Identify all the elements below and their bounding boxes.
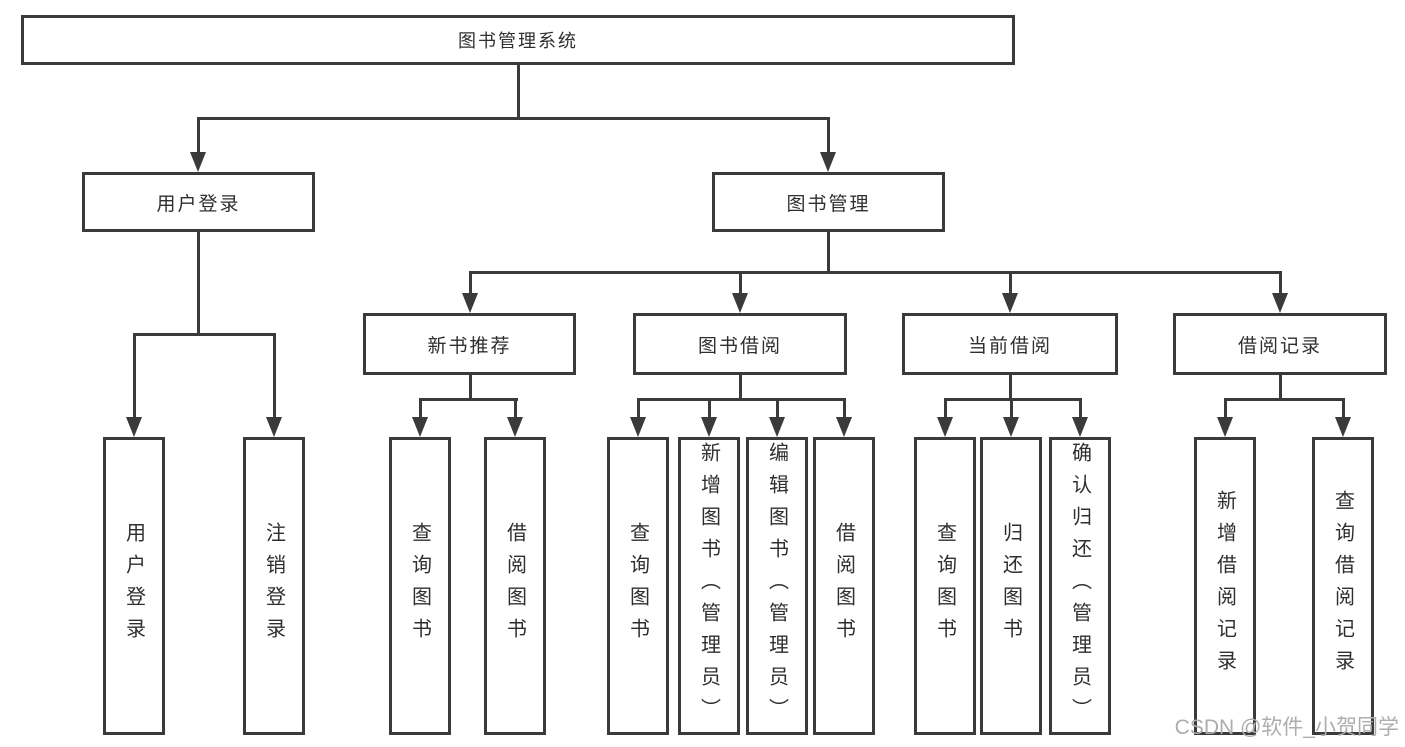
node-borrow-records: 借阅记录 bbox=[1173, 313, 1387, 375]
leaf-label: 查询借阅记录 bbox=[1331, 490, 1354, 682]
arrowhead-down-icon bbox=[126, 417, 142, 437]
arrowhead-down-icon bbox=[820, 152, 836, 172]
connector-line bbox=[637, 398, 846, 401]
connector-line bbox=[469, 271, 1282, 274]
leaf-label: 归还图书 bbox=[999, 522, 1022, 650]
leaf-label: 新增图书（管理员） bbox=[697, 442, 720, 730]
node-label: 图书管理系统 bbox=[458, 31, 578, 51]
leaf-add-books-admin: 新增图书（管理员） bbox=[678, 437, 740, 735]
arrowhead-down-icon bbox=[266, 417, 282, 437]
leaf-label: 用户登录 bbox=[122, 522, 145, 650]
node-current-borrow: 当前借阅 bbox=[902, 313, 1118, 375]
node-root-library-system: 图书管理系统 bbox=[21, 15, 1015, 65]
arrowhead-down-icon bbox=[630, 417, 646, 437]
arrowhead-down-icon bbox=[732, 293, 748, 313]
node-new-book-recommend: 新书推荐 bbox=[363, 313, 576, 375]
node-user-login: 用户登录 bbox=[82, 172, 315, 232]
node-label: 借阅记录 bbox=[1237, 335, 1322, 357]
leaf-label: 确认归还（管理员） bbox=[1068, 442, 1091, 730]
connector-line bbox=[133, 334, 136, 419]
leaf-label: 借阅图书 bbox=[503, 522, 526, 650]
leaf-label: 借阅图书 bbox=[832, 522, 855, 650]
node-label: 新书推荐 bbox=[427, 335, 512, 357]
leaf-confirm-return-admin: 确认归还（管理员） bbox=[1049, 437, 1111, 735]
connector-line bbox=[469, 375, 472, 401]
leaf-label: 编辑图书（管理员） bbox=[765, 442, 788, 730]
csdn-watermark: CSDN @软件_小贺同学 bbox=[1174, 716, 1399, 739]
leaf-add-borrow-record: 新增借阅记录 bbox=[1194, 437, 1256, 735]
connector-line bbox=[514, 399, 517, 419]
connector-line bbox=[419, 399, 422, 419]
arrowhead-down-icon bbox=[190, 152, 206, 172]
leaf-borrow-books: 借阅图书 bbox=[484, 437, 546, 735]
connector-line bbox=[133, 333, 276, 336]
connector-line bbox=[739, 272, 742, 296]
arrowhead-down-icon bbox=[1072, 417, 1088, 437]
connector-line bbox=[739, 375, 742, 401]
node-label: 当前借阅 bbox=[967, 335, 1052, 357]
connector-line bbox=[827, 232, 830, 274]
arrowhead-down-icon bbox=[1003, 417, 1019, 437]
connector-line bbox=[843, 399, 846, 419]
arrowhead-down-icon bbox=[1002, 293, 1018, 313]
arrowhead-down-icon bbox=[507, 417, 523, 437]
leaf-edit-books-admin: 编辑图书（管理员） bbox=[746, 437, 808, 735]
node-label: 用户登录 bbox=[156, 193, 241, 215]
connector-line bbox=[517, 65, 520, 120]
connector-line bbox=[637, 399, 640, 419]
node-label: 图书借阅 bbox=[697, 335, 782, 357]
connector-line bbox=[944, 398, 1082, 401]
connector-line bbox=[419, 398, 518, 401]
connector-line bbox=[197, 232, 200, 336]
arrowhead-down-icon bbox=[937, 417, 953, 437]
arrowhead-down-icon bbox=[1335, 417, 1351, 437]
leaf-label: 新增借阅记录 bbox=[1213, 490, 1236, 682]
arrowhead-down-icon bbox=[836, 417, 852, 437]
arrowhead-down-icon bbox=[1217, 417, 1233, 437]
leaf-label: 注销登录 bbox=[262, 522, 285, 650]
connector-line bbox=[273, 334, 276, 419]
connector-line bbox=[1279, 375, 1282, 401]
connector-line bbox=[944, 399, 947, 419]
leaf-query-books: 查询图书 bbox=[607, 437, 669, 735]
connector-line bbox=[1279, 272, 1282, 296]
connector-line bbox=[776, 399, 779, 419]
connector-line bbox=[1342, 399, 1345, 419]
connector-line bbox=[197, 117, 830, 120]
connector-line bbox=[1009, 272, 1012, 296]
connector-line bbox=[708, 399, 711, 419]
connector-line bbox=[197, 118, 200, 158]
leaf-return-books: 归还图书 bbox=[980, 437, 1042, 735]
leaf-query-borrow-record: 查询借阅记录 bbox=[1312, 437, 1374, 735]
leaf-query-books: 查询图书 bbox=[914, 437, 976, 735]
leaf-label: 查询图书 bbox=[933, 522, 956, 650]
connector-line bbox=[1009, 375, 1012, 401]
leaf-user-login: 用户登录 bbox=[103, 437, 165, 735]
connector-line bbox=[1079, 399, 1082, 419]
connector-line bbox=[1010, 399, 1013, 419]
leaf-label: 查询图书 bbox=[408, 522, 431, 650]
connector-line bbox=[469, 272, 472, 296]
arrowhead-down-icon bbox=[701, 417, 717, 437]
leaf-logout: 注销登录 bbox=[243, 437, 305, 735]
leaf-borrow-books: 借阅图书 bbox=[813, 437, 875, 735]
node-book-management: 图书管理 bbox=[712, 172, 945, 232]
arrowhead-down-icon bbox=[769, 417, 785, 437]
arrowhead-down-icon bbox=[412, 417, 428, 437]
connector-line bbox=[1224, 399, 1227, 419]
arrowhead-down-icon bbox=[1272, 293, 1288, 313]
arrowhead-down-icon bbox=[462, 293, 478, 313]
node-book-borrow: 图书借阅 bbox=[633, 313, 847, 375]
leaf-label: 查询图书 bbox=[626, 522, 649, 650]
leaf-query-books: 查询图书 bbox=[389, 437, 451, 735]
connector-line bbox=[1224, 398, 1345, 401]
connector-line bbox=[827, 118, 830, 158]
node-label: 图书管理 bbox=[786, 193, 871, 215]
